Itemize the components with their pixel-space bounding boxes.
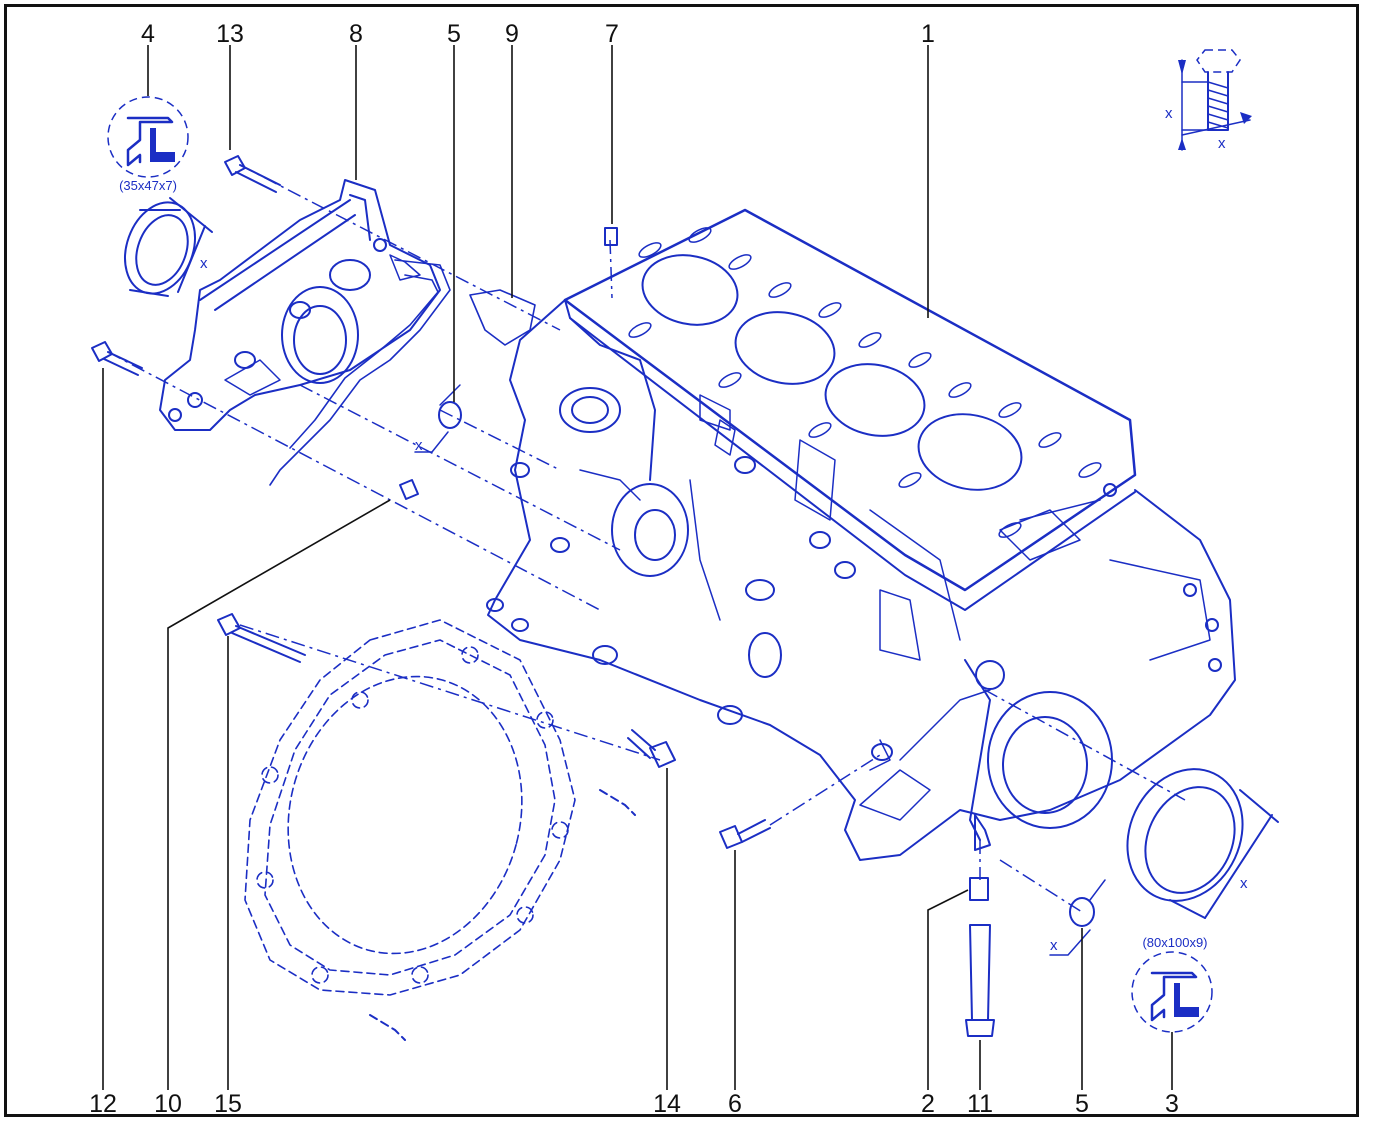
bolt-13-drawing [224, 155, 281, 193]
callout-6: 6 [728, 1090, 742, 1118]
dowel-7-drawing [604, 227, 618, 246]
callout-5b: 5 [1075, 1090, 1089, 1118]
bolt-12-drawing [91, 341, 143, 376]
callout-5a: 5 [447, 20, 461, 48]
callout-1: 1 [921, 20, 935, 48]
callout-13: 13 [216, 20, 244, 48]
flywheel-bolts-drawing [369, 789, 636, 1041]
plug-5a-drawing [438, 401, 462, 429]
callout-9: 9 [505, 20, 519, 48]
dimension-markers [414, 384, 1106, 956]
rear-seal-dimension-label: (80x100x9) [1142, 935, 1207, 950]
front-seal-dimension-label: (35x47x7) [119, 178, 177, 193]
callout-numbers: 4 13 8 5 9 7 1 12 10 15 14 6 2 11 5 3 [89, 20, 1179, 1118]
flywheel-housing-drawing [244, 619, 576, 996]
bolt-length-icon [1178, 49, 1252, 151]
callout-7: 7 [605, 20, 619, 48]
bolt-x-label-diagonal: x [1218, 135, 1226, 152]
bolt-6-drawing [719, 819, 771, 849]
gasket-drawing [269, 259, 536, 486]
assembly-axes [107, 164, 1186, 913]
dowel-10-drawing [399, 479, 419, 500]
callout-14: 14 [653, 1090, 681, 1118]
callout-3: 3 [1165, 1090, 1179, 1118]
bolt-14-drawing [627, 729, 676, 768]
callout-12: 12 [89, 1090, 117, 1118]
leader-lines [102, 45, 1173, 1090]
bolt-15-drawing [217, 613, 306, 663]
part-linework [91, 49, 1279, 1041]
rear-seal-x-label: x [1240, 875, 1248, 892]
timing-cover-drawing [159, 179, 441, 431]
seal-install-icon [107, 96, 189, 178]
callout-11: 11 [967, 1090, 993, 1118]
diagram-frame [4, 4, 1359, 1117]
rear-seal-drawing [1126, 768, 1279, 919]
plug-5b-x-label: x [1050, 937, 1058, 954]
callout-8: 8 [349, 20, 363, 48]
dowel-2-drawing [969, 877, 989, 901]
plug-5b-drawing [1069, 897, 1095, 927]
seal-install-icon [1131, 951, 1213, 1033]
callout-4: 4 [141, 20, 155, 48]
engine-block-drawing [486, 208, 1236, 861]
callout-15: 15 [214, 1090, 242, 1118]
front-seal-drawing [124, 197, 213, 297]
plug-5a-x-label: x [415, 437, 423, 454]
front-seal-x-label: x [200, 255, 208, 272]
callout-10: 10 [154, 1090, 182, 1118]
bolt-11-drawing [965, 924, 995, 1037]
callout-2: 2 [921, 1090, 935, 1118]
bolt-x-label-vertical: x [1165, 105, 1173, 122]
